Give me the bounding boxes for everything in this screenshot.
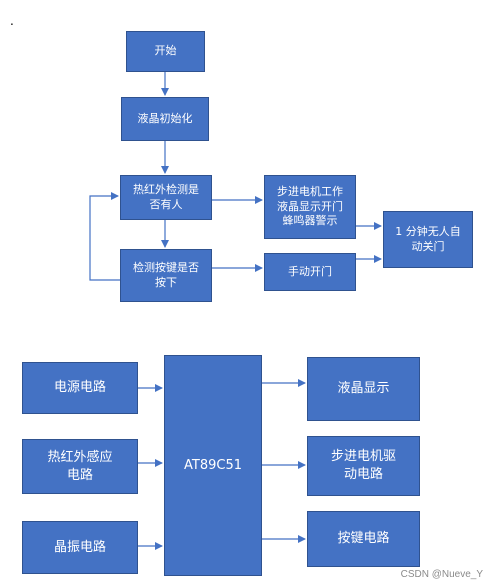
node-lcd-init: 液晶初始化 (121, 97, 209, 141)
node-ir-detect: 热红外检测是 否有人 (120, 175, 212, 220)
block-lcd: 液晶显示 (307, 357, 420, 421)
node-start: 开始 (126, 31, 205, 72)
node-motor-work: 步进电机工作 液晶显示开门 蜂鸣器警示 (264, 175, 356, 239)
block-crystal: 晶振电路 (22, 521, 138, 574)
stray-dot: . (10, 14, 14, 28)
block-motor-drive: 步进电机驱 动电路 (307, 436, 420, 496)
block-power: 电源电路 (22, 362, 138, 414)
block-keys: 按键电路 (307, 511, 420, 567)
node-manual-open: 手动开门 (264, 253, 356, 291)
block-ir-sensor: 热红外感应 电路 (22, 439, 138, 494)
node-key-detect: 检测按键是否 按下 (120, 249, 212, 302)
watermark: CSDN @Nueve_Y (400, 569, 483, 580)
loop-back-connector (89, 192, 120, 281)
node-auto-close: 1 分钟无人自 动关门 (383, 211, 473, 268)
block-mcu: AT89C51 (164, 355, 262, 576)
